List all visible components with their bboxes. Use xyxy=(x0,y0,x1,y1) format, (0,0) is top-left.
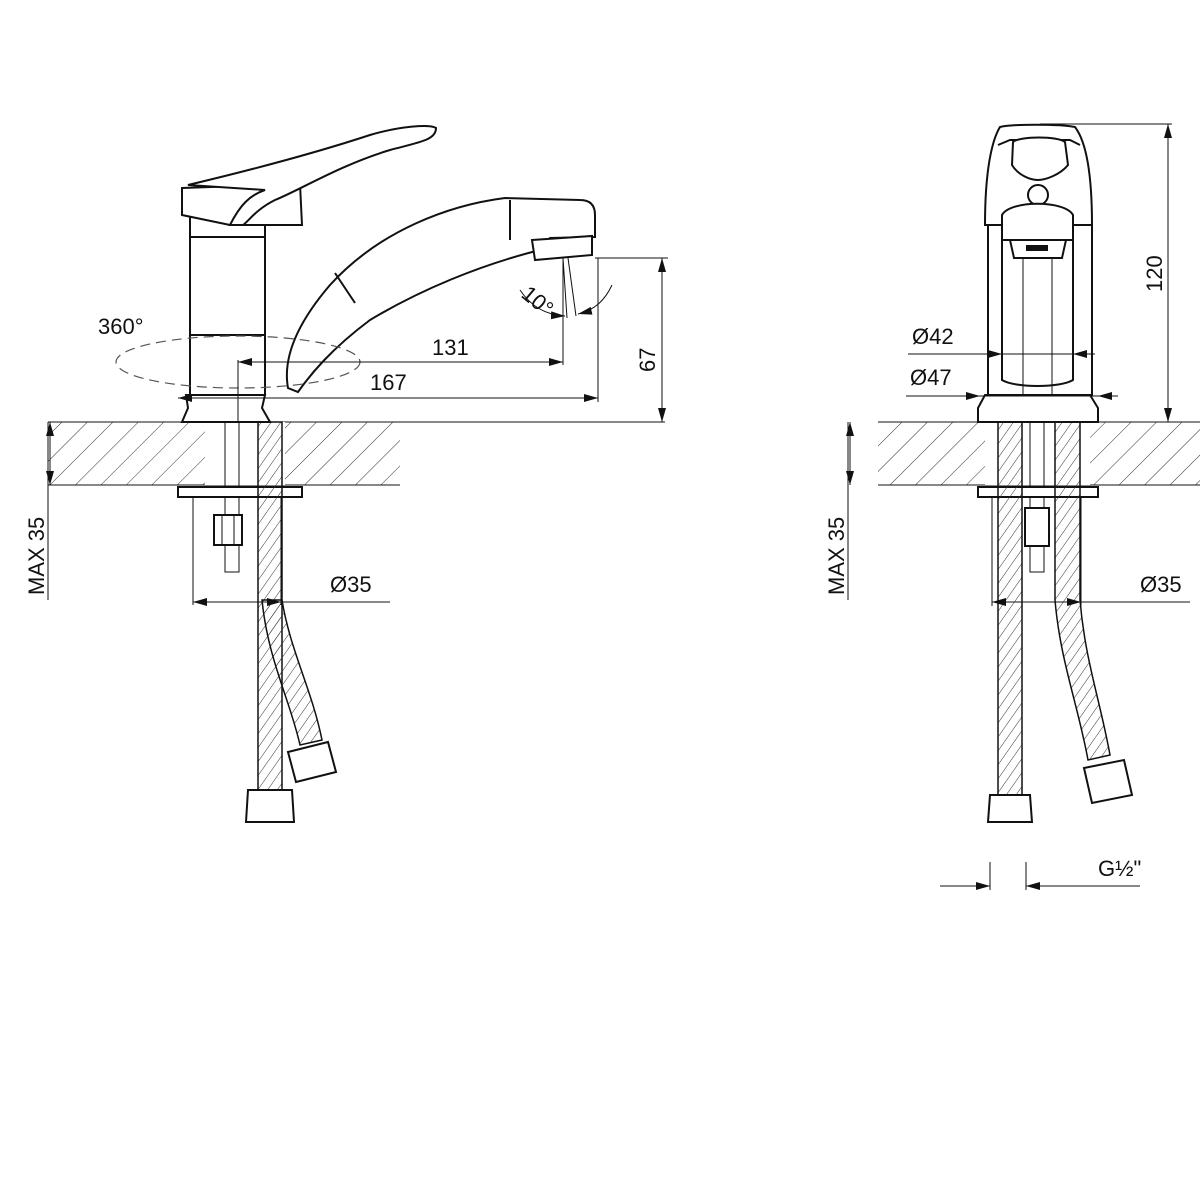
flexible-hose xyxy=(986,421,1134,823)
pull-out-spout xyxy=(285,196,596,394)
spout-height-label: 67 xyxy=(635,348,660,372)
hose-nut xyxy=(986,794,1034,823)
total-reach-label: 167 xyxy=(370,370,407,395)
aerator xyxy=(530,234,593,262)
hose-nut xyxy=(244,789,296,823)
rotation-label: 360° xyxy=(98,314,144,339)
side-view: 360° 10° 131 167 67 MAX 35 Ø35 xyxy=(24,125,668,823)
connection-label: G½" xyxy=(1098,856,1141,881)
max-thickness-label: MAX 35 xyxy=(824,517,849,595)
front-view: 120 Ø42 Ø47 MAX 35 Ø35 G½" xyxy=(824,123,1200,890)
max-thickness-label: MAX 35 xyxy=(24,517,49,595)
flexible-hose xyxy=(244,421,338,823)
body-diameter-label: Ø42 xyxy=(912,324,954,349)
lever-handle xyxy=(187,125,438,226)
hole-diameter-label: Ø35 xyxy=(1140,572,1182,597)
hole-diameter-label: Ø35 xyxy=(330,572,372,597)
faucet-body xyxy=(189,214,266,396)
spout-reach-label: 131 xyxy=(432,335,469,360)
faucet-base xyxy=(977,394,1099,423)
mounting-washer xyxy=(177,486,303,498)
spout-head xyxy=(1001,202,1074,241)
faucet-front xyxy=(977,123,1099,423)
faucet-base xyxy=(180,394,272,423)
base-diameter-label: Ø47 xyxy=(910,365,952,390)
hose-nut xyxy=(1082,758,1134,805)
height-label: 120 xyxy=(1142,255,1167,292)
tilt-label: 10° xyxy=(517,281,559,322)
mounting-washer xyxy=(977,486,1099,498)
hose-nut xyxy=(286,740,338,784)
